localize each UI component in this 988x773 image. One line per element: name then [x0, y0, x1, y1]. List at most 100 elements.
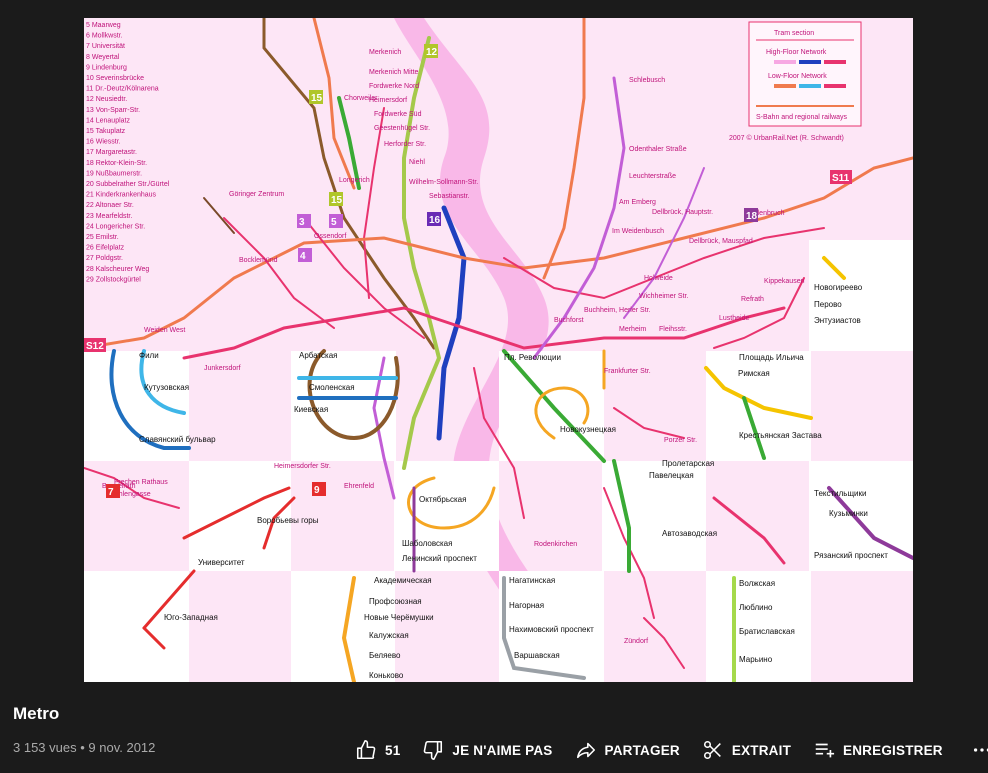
- like-count: 51: [385, 742, 401, 758]
- thumbs-down-icon: [424, 740, 443, 760]
- save-button[interactable]: ENREGISTRER: [813, 739, 943, 761]
- line-badge-number: 15: [311, 93, 323, 104]
- station-list-item: 12 Neusiedtr.: [86, 96, 127, 103]
- station-label-cologne: Junkersdorf: [204, 365, 241, 372]
- station-label-cologne: Niehl: [409, 159, 425, 166]
- station-label-moscow: Калужская: [369, 631, 409, 640]
- line-badge-number: S12: [86, 341, 104, 352]
- line-badge: 5: [329, 214, 343, 228]
- station-list-item: 16 Wiesstr.: [86, 139, 121, 146]
- line-badge-number: 18: [746, 211, 758, 222]
- station-list-item: 15 Takuplatz: [86, 128, 126, 135]
- playlist-add-icon: [815, 743, 835, 758]
- station-label-moscow: Братиславская: [739, 627, 795, 636]
- station-list-item: 5 Maarweg: [86, 22, 121, 29]
- line-badge-number: S11: [832, 173, 850, 184]
- line-badge: 3: [297, 214, 311, 228]
- station-label-cologne: Frechen Rathaus: [114, 479, 168, 486]
- like-button[interactable]: 51: [355, 739, 400, 761]
- station-label-moscow: Павелецкая: [649, 471, 694, 480]
- video-meta: 3 153 vues • 9 nov. 2012: [13, 740, 155, 755]
- station-label-cologne: Chorweiler: [344, 95, 378, 102]
- station-label-moscow: Смоленская: [309, 383, 355, 392]
- station-label-cologne: Am Emberg: [619, 199, 656, 206]
- station-list-item: 21 Kinderkrankenhaus: [86, 192, 157, 199]
- line-badge-number: 15: [331, 195, 343, 206]
- station-label-cologne: Heimersdorfer Str.: [274, 463, 331, 470]
- station-label-moscow: Новогиреево: [814, 283, 863, 292]
- station-label-moscow: Нахимовский проспект: [509, 625, 594, 634]
- station-label-cologne: Fordwerke Nord: [369, 83, 419, 90]
- upload-date: 9 nov. 2012: [88, 740, 156, 755]
- station-label-moscow: Октябрьская: [419, 495, 466, 504]
- station-label-moscow: Киевская: [294, 405, 328, 414]
- station-label-cologne: Odenthaler Straße: [629, 146, 687, 153]
- station-list-item: 8 Weyertal: [86, 54, 120, 61]
- line-badge: 4: [298, 248, 312, 262]
- station-list-item: 13 Von-Sparr-Str.: [86, 107, 140, 114]
- video-title: Metro: [13, 704, 60, 723]
- legend-sbahn: S-Bahn and regional railways: [756, 114, 848, 121]
- station-list-item: 22 Altonaer Str.: [86, 202, 134, 209]
- station-list-item: 19 Nußbaumerstr.: [86, 170, 142, 177]
- line-badge-number: 16: [429, 215, 441, 226]
- station-label-cologne: Frankfurter Str.: [604, 368, 651, 375]
- legend-low-floor: Low-Floor Network: [768, 73, 827, 80]
- station-list-item: 26 Eifelplatz: [86, 245, 125, 252]
- station-label-moscow: Юго-Западная: [164, 613, 218, 622]
- line-badge-number: 9: [314, 485, 320, 496]
- line-badge: 15: [329, 192, 343, 206]
- station-label-cologne: Longerich: [339, 177, 370, 184]
- more-button[interactable]: [971, 739, 988, 761]
- save-label: ENREGISTRER: [843, 742, 943, 758]
- station-label-moscow: Текстильщики: [814, 489, 866, 498]
- station-label-cologne: Mühlengasse: [109, 491, 151, 498]
- station-label-cologne: Dellbrück, Hauptstr.: [652, 209, 713, 216]
- station-list-item: 24 Longericher Str.: [86, 223, 145, 230]
- station-list-item: 25 Emilstr.: [86, 234, 119, 241]
- station-label-cologne: Holweide: [644, 275, 673, 282]
- thumbs-up-icon: [356, 740, 376, 760]
- clip-button[interactable]: EXTRAIT: [702, 739, 791, 761]
- line-badge-number: 4: [300, 251, 306, 262]
- station-list-item: 14 Lenauplatz: [86, 117, 130, 124]
- station-label-cologne: Sebastianstr.: [429, 193, 470, 200]
- station-label-cologne: Herforder Str.: [384, 141, 426, 148]
- station-label-cologne: Buchheim, Herler Str.: [584, 307, 651, 314]
- station-label-moscow: Фили: [139, 351, 159, 360]
- station-label-cologne: Merkenich: [369, 49, 401, 56]
- map-legend: Tram section High-Floor Network Low-Floo…: [729, 21, 862, 142]
- station-label-moscow: Воробьевы горы: [257, 516, 319, 525]
- line-badge: 7: [106, 484, 120, 498]
- station-label-cologne: Fordwerke Süd: [374, 111, 422, 118]
- scissors-icon: [703, 740, 721, 760]
- station-list-item: 9 Lindenburg: [86, 64, 127, 71]
- station-label-cologne: Wilhelm-Sollmann-Str.: [409, 179, 478, 186]
- share-button[interactable]: PARTAGER: [575, 739, 680, 761]
- station-label-moscow: Крестьянская Застава: [739, 431, 822, 440]
- station-label-moscow: Кузьминки: [829, 509, 868, 518]
- station-label-moscow: Новокузнецкая: [560, 425, 616, 434]
- video-actions: 51 JE N'AIME PAS PARTAGER EXTRAIT ENREGI…: [355, 736, 988, 764]
- line-badge: 12: [424, 44, 438, 58]
- station-list-item: 23 Mearfeldstr.: [86, 213, 132, 220]
- station-label-moscow: Новые Черёмушки: [364, 613, 434, 622]
- dislike-button[interactable]: JE N'AIME PAS: [422, 739, 552, 761]
- station-label-cologne: Weiden West: [144, 327, 185, 334]
- station-label-cologne: Merheim: [619, 326, 646, 333]
- station-list-item: 10 Severinsbrücke: [86, 75, 144, 82]
- station-label-cologne: Merkenich Mitte: [369, 69, 419, 76]
- line-badge-number: 12: [426, 47, 438, 58]
- station-label-cologne: Heimersdorf: [369, 97, 407, 104]
- moscow-lines: [109, 256, 913, 682]
- station-label-moscow: Нагорная: [509, 601, 544, 610]
- station-label-moscow: Площадь Ильича: [739, 353, 804, 362]
- station-label-moscow: Пролетарская: [662, 459, 714, 468]
- station-list-item: 20 Subbelrather Str./Gürtel: [86, 181, 170, 188]
- view-count: 3 153 vues: [13, 740, 77, 755]
- station-label-cologne: Lustheide: [719, 315, 749, 322]
- station-label-cologne: Bocklemünd: [239, 257, 278, 264]
